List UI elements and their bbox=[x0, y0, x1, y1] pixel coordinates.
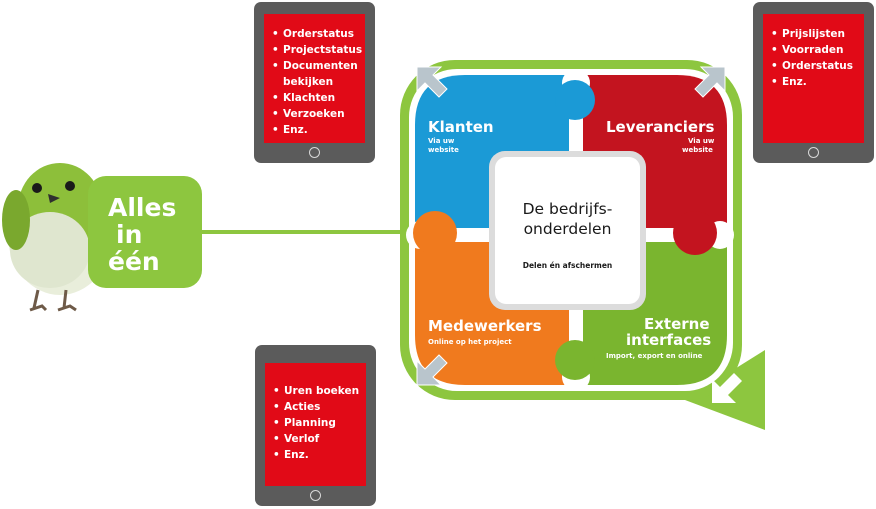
klanten-sub-2: website bbox=[428, 146, 459, 154]
tablet-top-right: Prijslijsten Voorraden Orderstatus Enz. bbox=[753, 2, 874, 163]
list-item: Planning bbox=[273, 415, 366, 431]
tablet-list: Uren boeken Acties Planning Verlof Enz. bbox=[265, 363, 366, 463]
expand-arrows-icon bbox=[416, 66, 726, 386]
center-title: De bedrijfs- onderdelen bbox=[495, 199, 640, 239]
list-item: Prijslijsten bbox=[771, 26, 864, 42]
externe-sub: Import, export en online bbox=[606, 352, 703, 360]
alles-in-een-badge: Alles in één bbox=[88, 176, 202, 288]
tablet-list: Orderstatus Projectstatus Documenten bek… bbox=[264, 14, 365, 138]
klanten-title: Klanten bbox=[428, 118, 494, 136]
klanten-sub-1: Via uw bbox=[428, 137, 455, 145]
center-title-line-1: De bedrijfs- bbox=[522, 200, 613, 218]
center-box: De bedrijfs- onderdelen Delen én afscher… bbox=[489, 151, 646, 310]
list-item: Enz. bbox=[771, 74, 864, 90]
tablet-list: Prijslijsten Voorraden Orderstatus Enz. bbox=[763, 14, 864, 90]
list-item: Enz. bbox=[272, 122, 365, 138]
center-subtitle: Delen én afschermen bbox=[522, 261, 613, 270]
list-item: Orderstatus bbox=[771, 58, 864, 74]
expand-arrows-icon bbox=[712, 373, 742, 403]
list-item: Projectstatus bbox=[272, 42, 365, 58]
alles-line-1: Alles bbox=[108, 193, 177, 222]
externe-title-1: Externe bbox=[644, 315, 710, 333]
bird-illustration bbox=[2, 163, 112, 312]
leveranciers-title: Leveranciers bbox=[606, 118, 715, 136]
alles-line-2: in bbox=[116, 220, 143, 249]
list-item: Voorraden bbox=[771, 42, 864, 58]
list-item: Klachten bbox=[272, 90, 365, 106]
tablet-screen: Orderstatus Projectstatus Documenten bek… bbox=[264, 14, 365, 143]
externe-title-2: interfaces bbox=[626, 331, 712, 349]
leveranciers-sub-1: Via uw bbox=[688, 137, 715, 145]
tablet-screen: Uren boeken Acties Planning Verlof Enz. bbox=[265, 363, 366, 486]
leveranciers-sub-2: website bbox=[682, 146, 713, 154]
tablet-bottom: Uren boeken Acties Planning Verlof Enz. bbox=[255, 345, 376, 506]
tablet-screen: Prijslijsten Voorraden Orderstatus Enz. bbox=[763, 14, 864, 143]
center-title-line-2: onderdelen bbox=[523, 220, 612, 238]
medewerkers-title: Medewerkers bbox=[428, 317, 542, 335]
list-item: Acties bbox=[273, 399, 366, 415]
list-item: Documenten bekijken bbox=[272, 58, 358, 90]
list-item: Verlof bbox=[273, 431, 366, 447]
connector-line bbox=[196, 230, 416, 234]
home-button-icon bbox=[808, 147, 819, 158]
tablet-top-left: Orderstatus Projectstatus Documenten bek… bbox=[254, 2, 375, 163]
alles-line-3: één bbox=[108, 247, 160, 276]
medewerkers-sub: Online op het project bbox=[428, 338, 512, 346]
home-button-icon bbox=[310, 490, 321, 501]
list-item: Verzoeken bbox=[272, 106, 365, 122]
center-inner: De bedrijfs- onderdelen Delen én afscher… bbox=[495, 157, 640, 304]
list-item: Orderstatus bbox=[272, 26, 365, 42]
list-item: Enz. bbox=[273, 447, 366, 463]
list-item: Uren boeken bbox=[273, 383, 366, 399]
home-button-icon bbox=[309, 147, 320, 158]
